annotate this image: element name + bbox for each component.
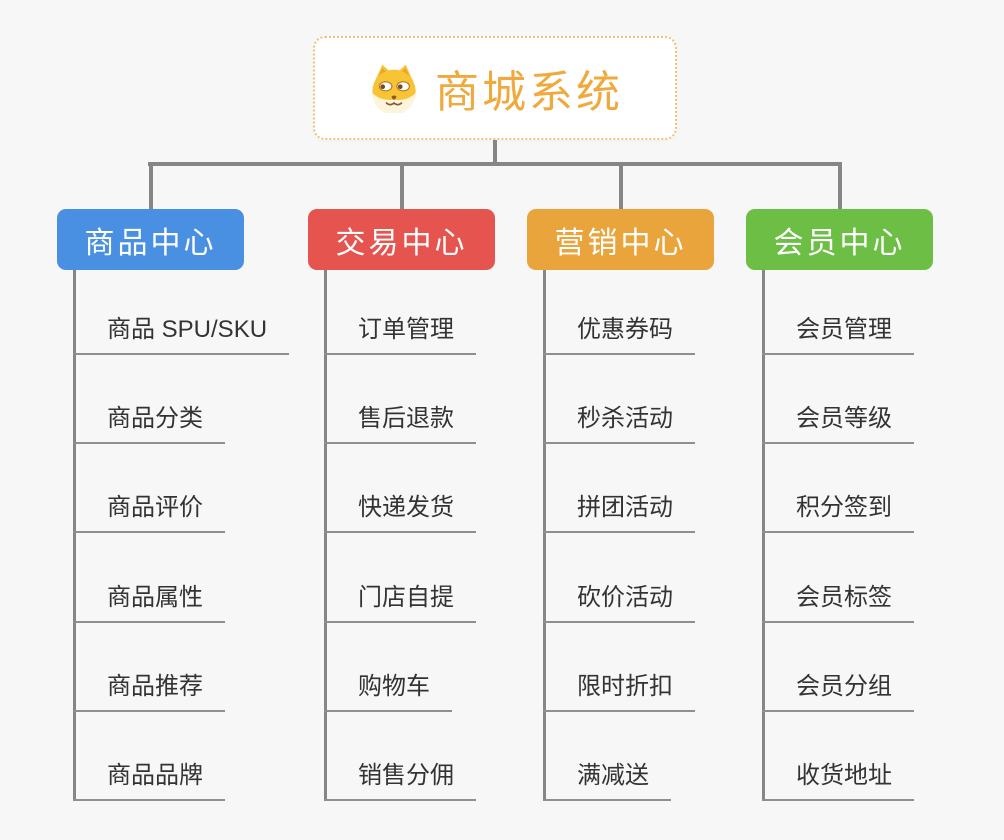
child-topic-label: 快递发货	[358, 494, 454, 521]
child-topic-label: 商品推荐	[107, 673, 203, 700]
child-topic-label: 售后退款	[358, 405, 454, 432]
child-topic[interactable]: 售后退款	[324, 403, 476, 444]
child-topic-label: 优惠券码	[577, 316, 673, 343]
child-topic-label: 商品 SPU/SKU	[107, 316, 268, 343]
child-topic-label: 拼团活动	[577, 494, 673, 521]
child-topic-label: 商品品牌	[107, 762, 203, 789]
child-topic[interactable]: 限时折扣	[543, 671, 695, 712]
child-topic[interactable]: 秒杀活动	[543, 403, 695, 444]
child-topic[interactable]: 门店自提	[324, 582, 476, 623]
child-spine-line	[543, 270, 546, 801]
child-topic-label: 砍价活动	[577, 584, 673, 611]
branch-label: 商品中心	[84, 226, 217, 260]
child-topic-label: 秒杀活动	[577, 405, 673, 432]
branch-node[interactable]: 商品中心	[57, 209, 244, 270]
child-topic-label: 商品分类	[107, 405, 203, 432]
child-spine-line	[73, 270, 76, 801]
child-topic[interactable]: 商品 SPU/SKU	[73, 314, 290, 355]
child-topic-label: 订单管理	[358, 316, 454, 343]
child-topic-label: 会员标签	[796, 584, 892, 611]
root-connector-line	[493, 140, 497, 166]
branch-drop-line	[400, 162, 404, 210]
child-spine-line	[324, 270, 327, 801]
child-topic-label: 限时折扣	[577, 673, 673, 700]
child-topic-label: 收货地址	[796, 762, 892, 789]
child-topic[interactable]: 购物车	[324, 671, 452, 712]
root-title: 商城系统	[435, 68, 623, 117]
branch-node[interactable]: 营销中心	[527, 209, 714, 270]
child-topic[interactable]: 会员分组	[762, 671, 914, 712]
child-topic[interactable]: 会员管理	[762, 314, 914, 355]
child-topic[interactable]: 拼团活动	[543, 492, 695, 533]
child-topic-label: 会员分组	[796, 673, 892, 700]
child-topic-label: 销售分佣	[358, 762, 454, 789]
child-topic[interactable]: 积分签到	[762, 492, 914, 533]
child-topic[interactable]: 商品评价	[73, 492, 225, 533]
branch-label: 交易中心	[335, 226, 468, 260]
child-topic[interactable]: 砍价活动	[543, 582, 695, 623]
child-topic[interactable]: 销售分佣	[324, 760, 476, 801]
child-topic[interactable]: 商品品牌	[73, 760, 225, 801]
child-spine-line	[762, 270, 765, 801]
child-topic[interactable]: 收货地址	[762, 760, 914, 801]
child-topic[interactable]: 快递发货	[324, 492, 476, 533]
child-topic[interactable]: 订单管理	[324, 314, 476, 355]
branch-drop-line	[838, 162, 842, 210]
child-topic[interactable]: 商品属性	[73, 582, 225, 623]
child-topic[interactable]: 会员标签	[762, 582, 914, 623]
child-topic[interactable]: 满减送	[543, 760, 671, 801]
branch-node[interactable]: 交易中心	[308, 209, 495, 270]
shiba-dog-icon	[372, 64, 416, 113]
child-topic-label: 购物车	[358, 673, 430, 700]
branch-label: 会员中心	[773, 226, 906, 260]
child-topic-label: 满减送	[577, 762, 649, 789]
child-topic[interactable]: 商品分类	[73, 403, 225, 444]
root-node[interactable]: 商城系统	[313, 36, 677, 140]
child-topic[interactable]: 优惠券码	[543, 314, 695, 355]
child-topic-label: 门店自提	[358, 584, 454, 611]
child-topic-label: 会员管理	[796, 316, 892, 343]
branch-drop-line	[619, 162, 623, 210]
child-topic[interactable]: 会员等级	[762, 403, 914, 444]
branch-node[interactable]: 会员中心	[746, 209, 933, 270]
child-topic-label: 商品评价	[107, 494, 203, 521]
child-topic-label: 商品属性	[107, 584, 203, 611]
child-topic-label: 会员等级	[796, 405, 892, 432]
child-topic[interactable]: 商品推荐	[73, 671, 225, 712]
branch-drop-line	[149, 162, 153, 210]
child-topic-label: 积分签到	[796, 494, 892, 521]
branch-label: 营销中心	[554, 226, 687, 260]
branch-rail-line	[148, 162, 841, 166]
